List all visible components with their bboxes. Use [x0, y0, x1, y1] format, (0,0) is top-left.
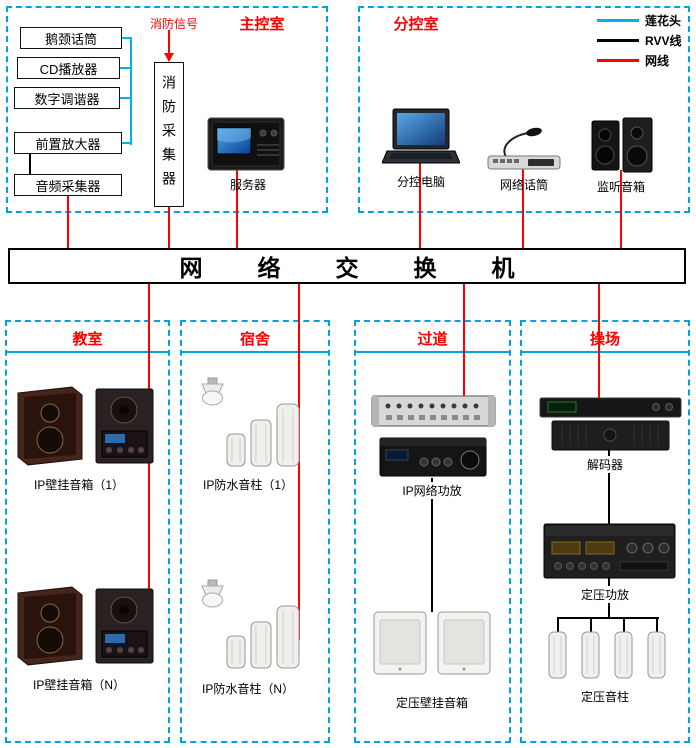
cable-computer-to-switch	[419, 160, 421, 248]
classroom-device2-label: IP壁挂音箱（N）	[32, 678, 125, 692]
network-mic-image	[486, 124, 562, 172]
fire-collector-box: 消防采集器	[154, 62, 184, 207]
fire-signal-arrowhead	[164, 53, 174, 62]
zone-dorm-box	[180, 320, 330, 743]
digital-tuner-label: 数字调谐器	[34, 91, 100, 107]
corridor-device2-label: 定压壁挂音箱	[372, 694, 492, 711]
sub-room-title: 分控室	[393, 16, 439, 33]
zone-playground-box	[520, 320, 690, 743]
cable-monitor-to-switch	[620, 170, 622, 248]
rvv-columns-bus	[557, 617, 659, 619]
rca-bus-vertical	[130, 37, 132, 145]
rvv-column-drop-2	[590, 617, 592, 632]
zone-corridor-box	[354, 320, 511, 743]
cd-player-label: CD播放器	[39, 61, 98, 77]
cv-column-speakers-image	[545, 626, 670, 684]
cable-switch-to-playground	[598, 284, 600, 400]
rvv-column-drop-1	[557, 617, 559, 632]
cable-fire-signal	[168, 30, 170, 56]
cable-classroom-1-to-n	[148, 455, 150, 600]
fire-signal-label: 消防信号	[149, 17, 198, 31]
network-switch-label: 网络交换机	[179, 255, 570, 281]
monitor-speaker-image	[590, 116, 654, 174]
legend-network-line	[597, 59, 639, 62]
cable-audio-collector-to-switch	[67, 196, 69, 248]
zone-playground-separator	[522, 351, 688, 353]
laptop-image	[381, 108, 461, 168]
digital-tuner-box: 数字调谐器	[14, 87, 120, 109]
cable-switch-to-corridor	[463, 284, 465, 398]
zone-corridor-separator	[356, 351, 509, 353]
rvv-decoder-to-amp	[608, 450, 610, 526]
cable-fire-collector-to-switch	[168, 204, 170, 248]
server-label: 服务器	[229, 178, 266, 192]
cv-amplifier-image	[542, 518, 677, 584]
network-switch: 网络交换机	[8, 248, 686, 284]
monitor-label: 监听音箱	[596, 180, 645, 194]
server-image	[205, 116, 287, 172]
zone-dorm-separator	[182, 351, 328, 353]
legend-rvv-line	[597, 39, 639, 42]
ip-network-amp-rack-image	[370, 392, 497, 430]
wall-speaker-group-n-image	[12, 585, 157, 667]
rca-into-preamp	[122, 142, 132, 144]
waterproof-column-group-n-image	[195, 578, 305, 670]
netmic-label: 网络话筒	[499, 178, 548, 192]
rvv-corridor-amp-to-speakers	[431, 478, 433, 612]
gooseneck-mic-label: 鹅颈话筒	[44, 31, 97, 47]
dorm-device2-label: IP防水音柱（N）	[201, 682, 294, 696]
cable-netmic-to-switch	[522, 166, 524, 248]
legend-network-label: 网线	[645, 54, 670, 68]
zone-classroom-separator	[7, 351, 168, 353]
gooseneck-mic-box: 鹅颈话筒	[20, 27, 122, 49]
audio-collector-label: 音频采集器	[35, 178, 101, 194]
wall-speaker-group-1-image	[12, 385, 157, 467]
zone-playground-title: 操场	[589, 331, 620, 348]
zone-classroom-box	[5, 320, 170, 743]
rca-cd-to-preamp	[120, 67, 132, 69]
computer-label: 分控电脑	[396, 175, 445, 189]
main-control-room-box	[6, 6, 328, 213]
playground-amp-label: 定压功放	[545, 586, 665, 603]
cv-wall-speaker-image	[372, 608, 494, 678]
rvv-column-drop-4	[656, 617, 658, 632]
rvv-preamp-to-collector	[29, 154, 31, 175]
corridor-device1-label: IP网络功放	[372, 482, 492, 499]
audio-collector-box: 音频采集器	[14, 174, 122, 196]
decoder-image	[538, 396, 683, 454]
classroom-device1-label: IP壁挂音箱（1）	[33, 478, 124, 492]
zone-dorm-title: 宿舍	[239, 331, 270, 348]
ip-network-amp-image	[378, 436, 488, 480]
legend-rvv-label: RVV线	[645, 34, 682, 48]
preamplifier-label: 前置放大器	[35, 136, 101, 152]
rvv-column-drop-3	[623, 617, 625, 632]
playground-decoder-label: 解码器	[545, 456, 665, 473]
cd-player-box: CD播放器	[17, 57, 120, 79]
waterproof-column-group-1-image	[195, 376, 305, 468]
rca-tuner-to-preamp	[120, 97, 132, 99]
legend-rca-line	[597, 19, 639, 22]
dorm-device1-label: IP防水音柱（1）	[202, 478, 293, 492]
rca-gooseneck-to-preamp	[122, 37, 132, 39]
cable-server-to-switch	[236, 168, 238, 248]
preamplifier-box: 前置放大器	[14, 132, 122, 154]
main-room-title: 主控室	[239, 16, 285, 33]
zone-corridor-title: 过道	[417, 331, 448, 348]
fire-collector-label: 消防采集器	[161, 74, 177, 195]
zone-classroom-title: 教室	[72, 331, 103, 348]
playground-columns-label: 定压音柱	[545, 688, 665, 705]
sub-control-room-box	[358, 6, 690, 213]
legend-rca-label: 莲花头	[645, 14, 682, 28]
cable-switch-to-classroom	[148, 284, 150, 396]
